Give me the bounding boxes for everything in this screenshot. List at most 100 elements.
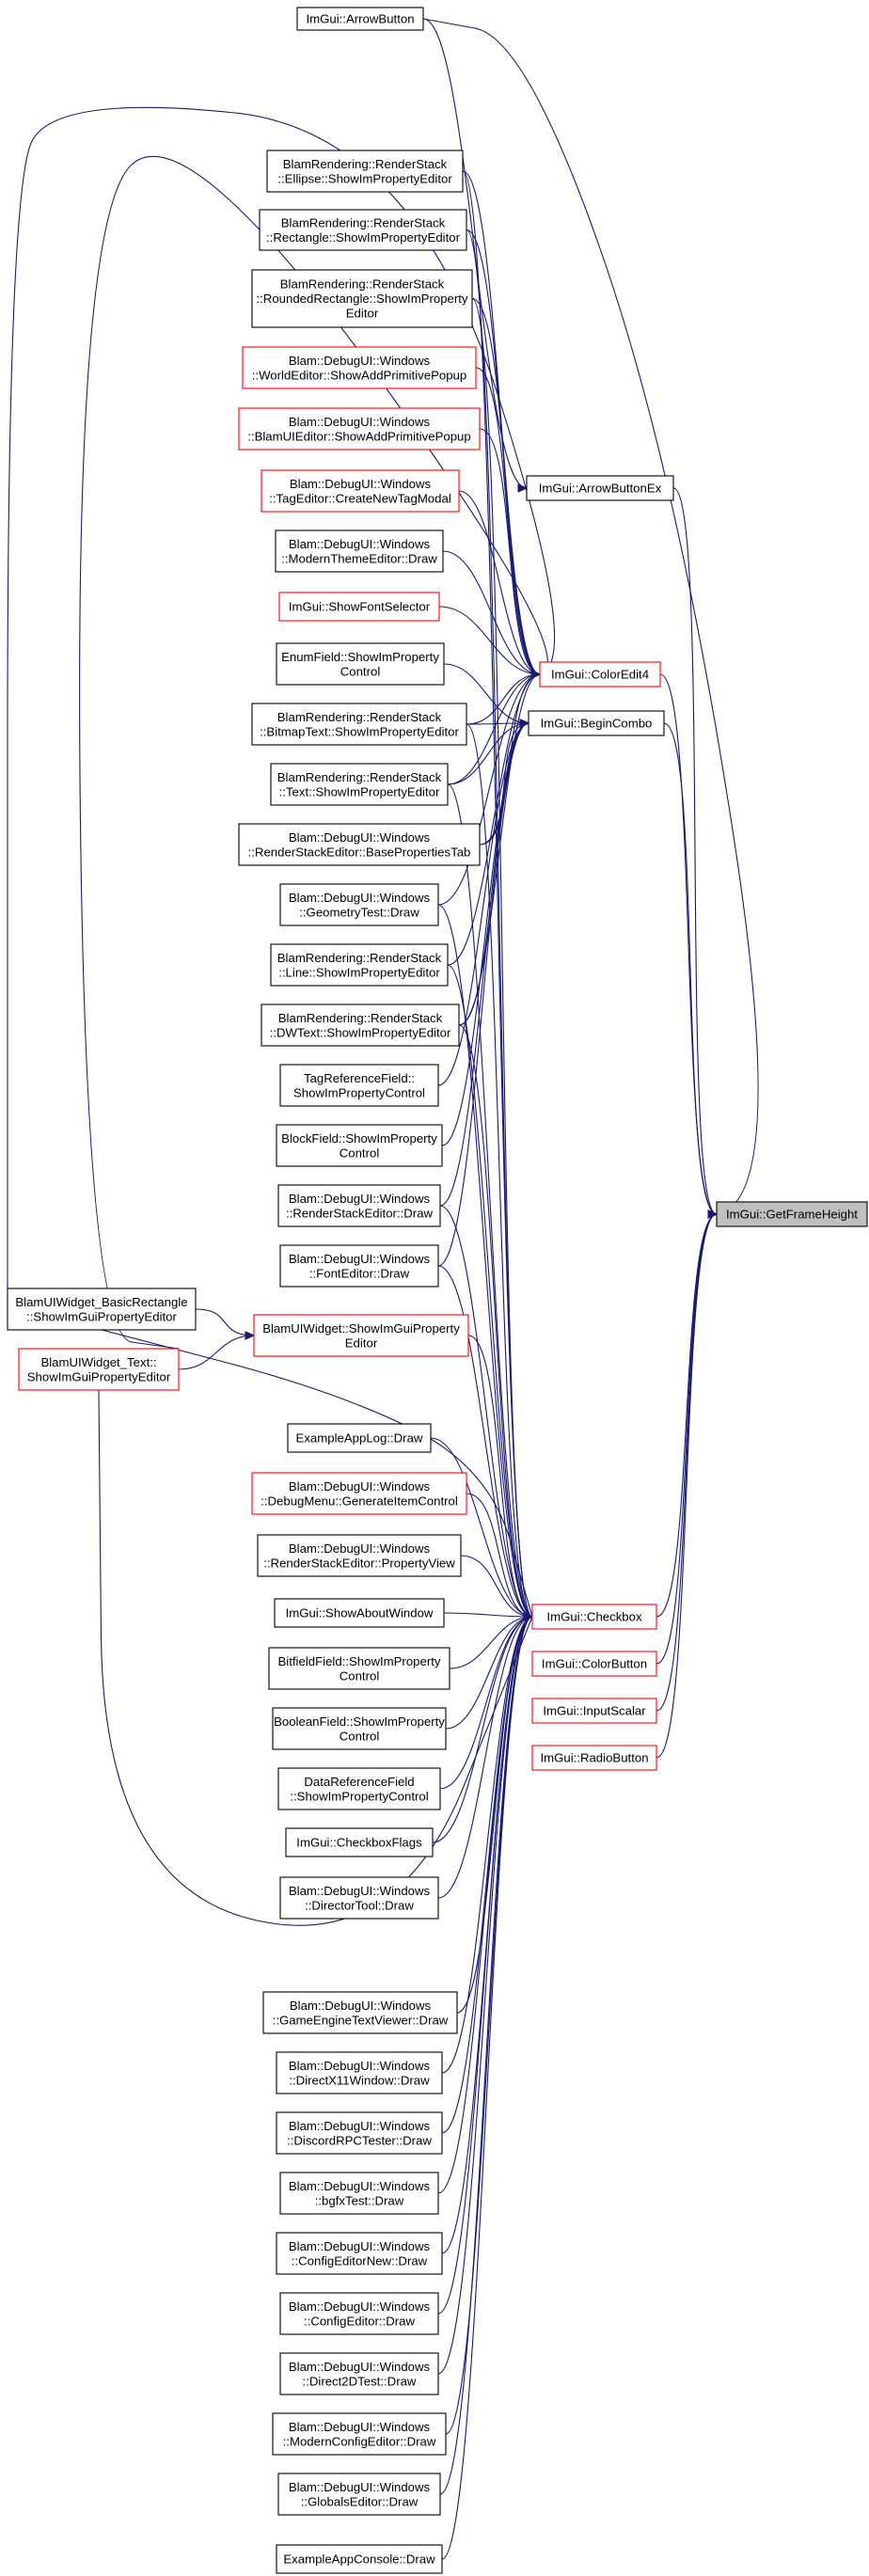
- node-config-new[interactable]: Blam::DebugUI::Windows::ConfigEditorNew:…: [276, 2232, 443, 2275]
- node-widget-prop[interactable]: BlamUIWidget::ShowImGuiPropertyEditor: [253, 1314, 469, 1357]
- node-direct-x11[interactable]: Blam::DebugUI::Windows::DirectX11Window:…: [276, 2051, 443, 2094]
- node-box: [251, 269, 473, 328]
- node-line-editor[interactable]: BlamRendering::RenderStack::Line::ShowIm…: [270, 943, 449, 987]
- node-label-line: Blam::DebugUI::Windows: [289, 537, 431, 551]
- node-app-log[interactable]: ExampleAppLog::Draw: [287, 1423, 432, 1453]
- node-modern-theme[interactable]: Blam::DebugUI::Windows::ModernThemeEdito…: [275, 529, 444, 573]
- node-rs-editor-draw[interactable]: Blam::DebugUI::Windows::RenderStackEdito…: [277, 1184, 441, 1227]
- node-box: [277, 1184, 441, 1227]
- node-label-line: Blam::DebugUI::Windows: [289, 2299, 431, 2314]
- edge-direct-x11-to-checkbox: [441, 1616, 533, 2074]
- node-label-line: ImGui::ArrowButton: [306, 12, 414, 26]
- edge-basic-rect-to-widget-prop: [195, 1308, 255, 1336]
- node-label-line: ::BitmapText::ShowImPropertyEditor: [260, 724, 459, 738]
- node-director-tool[interactable]: Blam::DebugUI::Windows::DirectorTool::Dr…: [279, 1876, 439, 1920]
- node-color-button[interactable]: ImGui::ColorButton: [531, 1651, 657, 1677]
- node-font-selector[interactable]: ImGui::ShowFontSelector: [278, 592, 440, 622]
- node-get-frame-height[interactable]: ImGui::GetFrameHeight: [716, 1201, 868, 1227]
- edge-layer: [7, 18, 759, 2560]
- edge-geometry-test-to-checkbox: [437, 904, 533, 1618]
- node-begin-combo[interactable]: ImGui::BeginCombo: [528, 710, 665, 736]
- node-tag-ref[interactable]: TagReferenceField::ShowImPropertyControl: [279, 1064, 439, 1107]
- node-ellipse[interactable]: BlamRendering::RenderStack::Ellipse::Sho…: [266, 150, 464, 193]
- edge-dw-text-to-begin-combo: [458, 722, 529, 1026]
- node-box: [274, 1598, 445, 1628]
- edge-director-tool-to-checkbox: [437, 1616, 533, 1899]
- node-text-editor[interactable]: BlamRendering::RenderStack::Text::ShowIm…: [270, 763, 449, 806]
- node-rounded-rect[interactable]: BlamRendering::RenderStack::RoundedRecta…: [251, 269, 473, 328]
- node-checkbox[interactable]: ImGui::Checkbox: [531, 1604, 657, 1630]
- node-direct2d[interactable]: Blam::DebugUI::Windows::Direct2DTest::Dr…: [279, 2352, 439, 2395]
- node-box: [270, 943, 449, 987]
- node-rectangle[interactable]: BlamRendering::RenderStack::Rectangle::S…: [259, 209, 467, 251]
- node-label-line: ::RenderStackEditor::PropertyView: [263, 1556, 455, 1570]
- node-tag-editor[interactable]: Blam::DebugUI::Windows::TagEditor::Creat…: [261, 469, 460, 513]
- edge-enum-field-to-begin-combo: [443, 663, 529, 724]
- node-label-line: ::DebugMenu::GenerateItemControl: [261, 1493, 458, 1508]
- node-radio-button[interactable]: ImGui::RadioButton: [531, 1745, 657, 1771]
- node-arrow-button[interactable]: ImGui::ArrowButton: [296, 7, 424, 31]
- node-box: [276, 2544, 443, 2574]
- node-label-line: ImGui::ShowAboutWindow: [286, 1606, 434, 1620]
- node-box: [539, 661, 661, 687]
- node-widget-text[interactable]: BlamUIWidget_Text::ShowImGuiPropertyEdit…: [18, 1348, 180, 1391]
- node-property-view[interactable]: Blam::DebugUI::Windows::RenderStackEdito…: [257, 1534, 462, 1577]
- node-color-edit4[interactable]: ImGui::ColorEdit4: [539, 661, 661, 687]
- node-text-viewer[interactable]: Blam::DebugUI::Windows::GameEngineTextVi…: [262, 1991, 458, 2034]
- node-basic-rect[interactable]: BlamUIWidget_BasicRectangle::ShowImGuiPr…: [7, 1288, 197, 1331]
- node-label-line: ShowImGuiPropertyEditor: [27, 1369, 171, 1383]
- node-globals-editor[interactable]: Blam::DebugUI::Windows::GlobalsEditor::D…: [277, 2473, 441, 2516]
- node-label-line: Blam::DebugUI::Windows: [290, 1999, 432, 2013]
- node-label-line: ImGui::ArrowButtonEx: [539, 482, 662, 496]
- node-label-line: Editor: [346, 307, 379, 321]
- node-label-line: ::ConfigEditor::Draw: [304, 2314, 415, 2328]
- node-enum-field[interactable]: EnumField::ShowImPropertyControl: [276, 642, 445, 686]
- node-label-line: Blam::DebugUI::Windows: [289, 2239, 431, 2253]
- node-boolean[interactable]: BooleanField::ShowImPropertyControl: [272, 1707, 447, 1750]
- edge-app-console-to-checkbox: [441, 1616, 533, 2560]
- node-box: [272, 2412, 447, 2456]
- node-label-line: Blam::DebugUI::Windows: [289, 2360, 431, 2374]
- node-block-field[interactable]: BlockField::ShowImPropertyControl: [276, 1124, 443, 1167]
- node-dw-text[interactable]: BlamRendering::RenderStack::DWText::Show…: [261, 1004, 460, 1047]
- node-label-line: ::RenderStackEditor::BasePropertiesTab: [248, 845, 471, 859]
- node-label-line: BooleanField::ShowImProperty: [274, 1715, 445, 1729]
- node-label-line: ::ShowImGuiPropertyEditor: [26, 1309, 177, 1323]
- edge-bitmap-text-to-checkbox: [466, 723, 533, 1618]
- node-box: [275, 529, 444, 573]
- node-discord-rpc[interactable]: Blam::DebugUI::Windows::DiscordRPCTester…: [276, 2111, 443, 2155]
- node-app-console[interactable]: ExampleAppConsole::Draw: [276, 2544, 443, 2574]
- node-label-line: ::bgfxTest::Draw: [315, 2193, 404, 2207]
- node-config-editor[interactable]: Blam::DebugUI::Windows::ConfigEditor::Dr…: [279, 2292, 439, 2335]
- node-font-editor[interactable]: Blam::DebugUI::Windows::FontEditor::Draw: [279, 1244, 439, 1288]
- edge-debug-menu-to-checkbox: [466, 1493, 533, 1618]
- node-box: [268, 1647, 450, 1690]
- node-input-scalar[interactable]: ImGui::InputScalar: [531, 1698, 657, 1724]
- node-checkbox-flags[interactable]: ImGui::CheckboxFlags: [285, 1827, 434, 1857]
- node-arrow-button-ex[interactable]: ImGui::ArrowButtonEx: [526, 475, 674, 501]
- node-box: [242, 346, 477, 389]
- node-label-line: Blam::DebugUI::Windows: [289, 2119, 431, 2133]
- node-box: [251, 1472, 467, 1515]
- edge-text-editor-to-begin-combo: [447, 722, 529, 785]
- node-bitmap-text[interactable]: BlamRendering::RenderStack::BitmapText::…: [251, 703, 467, 746]
- node-debug-menu[interactable]: Blam::DebugUI::Windows::DebugMenu::Gener…: [251, 1472, 467, 1515]
- edge-config-editor-to-checkbox: [437, 1616, 533, 2315]
- node-label-line: BlamUIWidget_Text::: [40, 1355, 156, 1369]
- node-geometry-test[interactable]: Blam::DebugUI::Windows::GeometryTest::Dr…: [279, 883, 439, 926]
- edge-widget-text-to-widget-prop: [178, 1335, 255, 1370]
- node-label-line: ImGui::ColorEdit4: [551, 668, 649, 682]
- node-data-ref[interactable]: DataReferenceField::ShowImPropertyContro…: [277, 1767, 441, 1810]
- node-bgfx-test[interactable]: Blam::DebugUI::Windows::bgfxTest::Draw: [279, 2172, 439, 2215]
- node-label-line: ImGui::GetFrameHeight: [726, 1208, 858, 1222]
- node-base-props[interactable]: Blam::DebugUI::Windows::RenderStackEdito…: [238, 823, 481, 866]
- node-world-editor[interactable]: Blam::DebugUI::Windows::WorldEditor::Sho…: [242, 346, 477, 389]
- node-blam-ui-editor[interactable]: Blam::DebugUI::Windows::BlamUIEditor::Sh…: [238, 407, 481, 450]
- node-box: [261, 469, 460, 513]
- node-label-line: Blam::DebugUI::Windows: [289, 1541, 431, 1556]
- edge-globals-editor-to-checkbox: [439, 1616, 533, 2495]
- node-bitfield[interactable]: BitfieldField::ShowImPropertyControl: [268, 1647, 450, 1690]
- node-modern-config[interactable]: Blam::DebugUI::Windows::ModernConfigEdit…: [272, 2412, 447, 2456]
- node-label-line: ImGui::CheckboxFlags: [296, 1836, 422, 1850]
- node-about-window[interactable]: ImGui::ShowAboutWindow: [274, 1598, 445, 1628]
